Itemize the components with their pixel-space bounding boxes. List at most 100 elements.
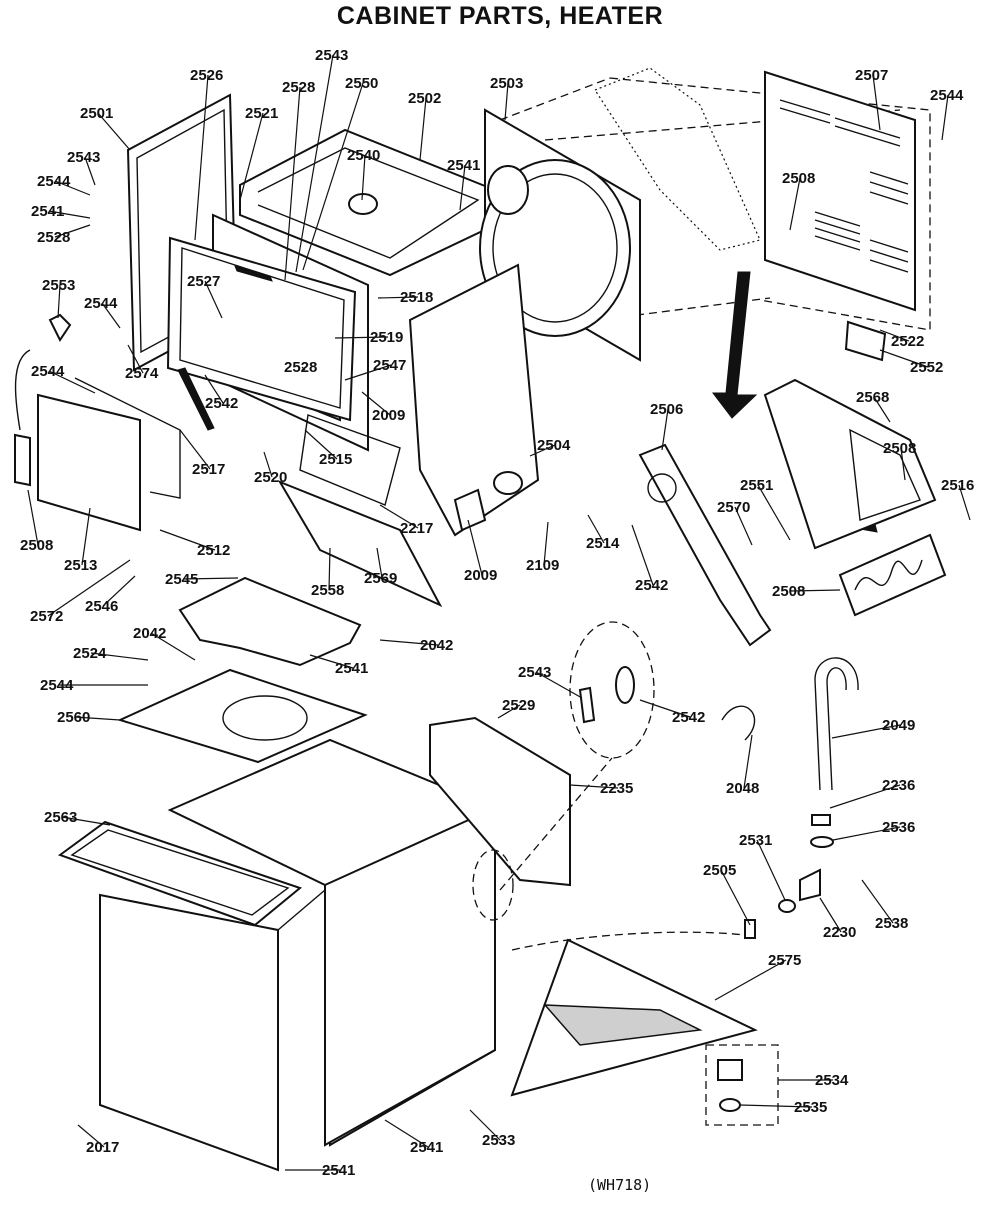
callout-label-2508: 2508 — [20, 537, 53, 554]
callout-label-2542: 2542 — [672, 709, 705, 726]
callout-leader-2042 — [379, 639, 439, 646]
callout-label-2546: 2546 — [85, 598, 118, 615]
callout-label-2508: 2508 — [883, 440, 916, 457]
door-frame-2526 — [166, 236, 357, 431]
callout-label-2009: 2009 — [372, 407, 405, 424]
callout-leader-2009 — [467, 519, 483, 576]
callout-leader-2529 — [497, 704, 521, 719]
callout-label-2574: 2574 — [125, 365, 159, 382]
callout-leader-2542 — [204, 374, 224, 404]
callout-label-2575: 2575 — [768, 952, 801, 969]
callout-leader-2542 — [639, 699, 691, 718]
callout-leader-2519 — [334, 336, 389, 339]
callout-label-2524: 2524 — [73, 645, 107, 662]
callout-label-2515: 2515 — [319, 451, 352, 468]
callout-label-2552: 2552 — [910, 359, 943, 376]
callout-leader-2543 — [84, 156, 96, 186]
callout-label-2538: 2538 — [875, 915, 908, 932]
callout-leader-2544 — [101, 302, 121, 329]
callout-label-2522: 2522 — [891, 333, 924, 350]
callout-label-2544: 2544 — [37, 173, 71, 190]
callout-label-2542: 2542 — [635, 577, 668, 594]
heater-element-2558 — [838, 533, 947, 617]
callout-label-2109: 2109 — [526, 557, 559, 574]
rear-panel-2536 — [429, 716, 571, 887]
callout-label-2527: 2527 — [187, 273, 220, 290]
callout-leader-2540 — [361, 154, 366, 201]
callout-label-2049: 2049 — [882, 717, 915, 734]
callout-label-2551: 2551 — [740, 477, 773, 494]
callout-leader-2503 — [504, 82, 509, 121]
callout-label-2528: 2528 — [37, 229, 70, 246]
callout-label-2533: 2533 — [482, 1132, 515, 1149]
page-title: CABINET PARTS, HEATER — [336, 2, 664, 30]
callout-label-2503: 2503 — [490, 75, 523, 92]
callout-leader-2544 — [48, 370, 96, 394]
callout-label-2235: 2235 — [600, 780, 633, 797]
right-side-panel-2517 — [408, 263, 540, 537]
callout-leader-2560 — [74, 716, 121, 721]
callout-leader-2536 — [832, 826, 901, 841]
callout-leader-2017 — [77, 1124, 105, 1148]
callout-label-2517: 2517 — [192, 461, 225, 478]
callout-label-2545: 2545 — [165, 571, 198, 588]
frame-2531 — [57, 820, 303, 927]
callout-leader-2538 — [861, 879, 894, 924]
callout-label-2547: 2547 — [373, 357, 406, 374]
callout-label-2544: 2544 — [40, 677, 74, 694]
callout-leader-2522 — [879, 329, 910, 342]
base-plate-2529 — [117, 668, 368, 764]
callout-label-2528: 2528 — [284, 359, 317, 376]
callout-leader-2501 — [97, 112, 131, 151]
callout-leader-2570 — [734, 506, 753, 546]
callout-leader-2533 — [469, 1109, 501, 1141]
callout-label-2541: 2541 — [447, 157, 480, 174]
callout-label-2544: 2544 — [84, 295, 118, 312]
callout-leader-2526 — [194, 74, 209, 241]
hose-2560 — [810, 657, 859, 848]
callout-leader-2541 — [384, 1119, 429, 1148]
callout-leader-2544 — [54, 180, 91, 196]
callout-label-2550: 2550 — [345, 75, 378, 92]
drawing-code: (WH718) — [588, 1176, 652, 1194]
callout-leader-2535 — [739, 1104, 813, 1108]
callout-label-2504: 2504 — [537, 437, 571, 454]
callout-leader-2504 — [529, 444, 556, 457]
callout-label-2519: 2519 — [370, 329, 403, 346]
callout-leader-2528 — [301, 366, 306, 371]
callout-leader-2528 — [284, 86, 301, 281]
callout-leader-2544 — [941, 94, 949, 141]
callout-label-2048: 2048 — [726, 780, 759, 797]
callout-label-2541: 2541 — [322, 1162, 355, 1179]
toe-panel-2512 — [14, 313, 181, 532]
callout-label-2544: 2544 — [31, 363, 65, 380]
callout-leader-2547 — [344, 364, 392, 381]
callout-leader-2553 — [57, 284, 61, 319]
callout-leader-2517 — [179, 429, 211, 470]
callout-label-2543: 2543 — [67, 149, 100, 166]
callout-leader-2550 — [302, 82, 364, 271]
callout-leader-2527 — [204, 280, 223, 319]
callout-label-2558: 2558 — [311, 582, 344, 599]
callout-leader-2042 — [150, 632, 196, 661]
callout-leader-2569 — [376, 547, 383, 579]
callout-leader-2545 — [182, 577, 239, 580]
callout-leader-2563 — [61, 816, 111, 826]
callout-leader-2048 — [743, 734, 753, 789]
callout-label-2542: 2542 — [205, 395, 238, 412]
callout-label-2544: 2544 — [930, 87, 964, 104]
callout-label-2506: 2506 — [650, 401, 683, 418]
callout-leader-2531 — [756, 839, 786, 901]
access-panel-2569 — [277, 414, 443, 608]
callout-leader-2049 — [831, 724, 901, 739]
callout-label-2501: 2501 — [80, 105, 113, 122]
callout-label-2536: 2536 — [882, 819, 915, 836]
callout-label-2508: 2508 — [782, 170, 815, 187]
callout-label-2541: 2541 — [335, 660, 368, 677]
base-2534 — [510, 938, 758, 1097]
callout-leader-2552 — [879, 349, 929, 368]
callout-label-2520: 2520 — [254, 469, 287, 486]
callout-label-2529: 2529 — [502, 697, 535, 714]
callout-leader-2230 — [819, 897, 842, 933]
callout-label-2516: 2516 — [941, 477, 974, 494]
